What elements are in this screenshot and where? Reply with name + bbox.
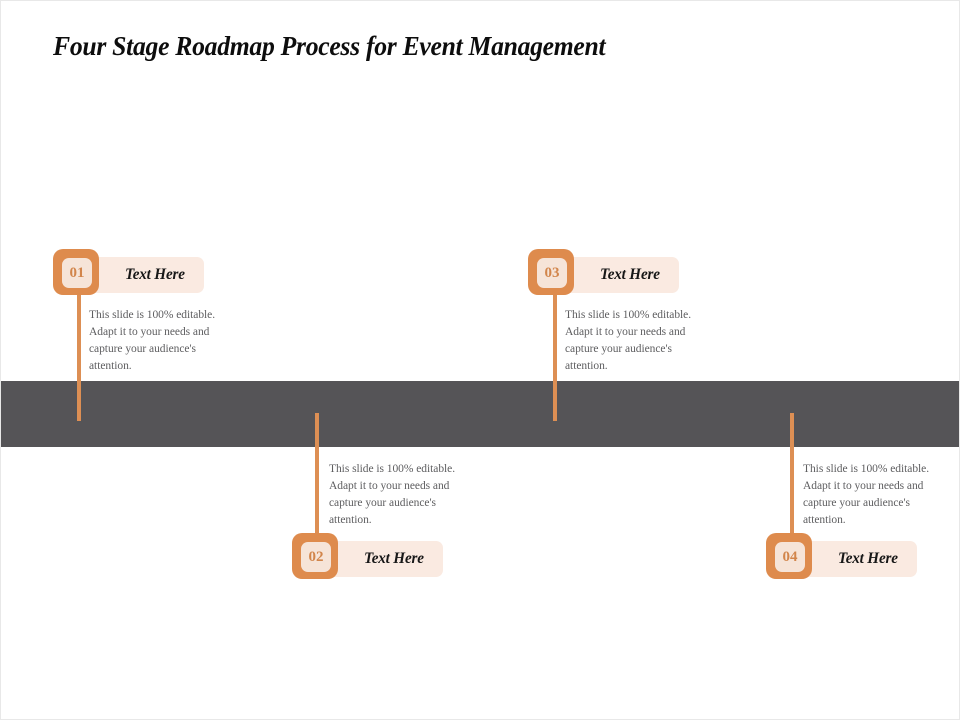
- stage-04-number-box[interactable]: 04: [766, 533, 812, 579]
- stage-01-description: This slide is 100% editable. Adapt it to…: [89, 309, 216, 372]
- stage-01-number-box[interactable]: 01: [53, 249, 99, 295]
- stage-02-number: 02: [308, 548, 324, 565]
- stage-04-number: 04: [782, 548, 798, 565]
- stage-03-number: 03: [544, 264, 560, 281]
- stage-02-connector: [315, 413, 319, 541]
- stage-03-connector: [553, 289, 557, 421]
- stage-03-label: Text Here: [600, 266, 660, 283]
- roadmap-road: [1, 381, 959, 447]
- stage-03-description: This slide is 100% editable. Adapt it to…: [565, 309, 692, 372]
- stage-04-number-inner: 04: [775, 542, 805, 572]
- stage-02-number-box[interactable]: 02: [292, 533, 338, 579]
- stage-02-label: Text Here: [364, 550, 424, 567]
- stage-04-label: Text Here: [838, 550, 898, 567]
- stage-04-connector: [790, 413, 794, 541]
- stage-02-description: This slide is 100% editable. Adapt it to…: [329, 463, 456, 526]
- stage-04-description: This slide is 100% editable. Adapt it to…: [803, 463, 930, 526]
- stage-01-connector: [77, 289, 81, 421]
- stage-03-label-plate[interactable]: Text Here: [558, 257, 679, 293]
- stage-02-label-plate[interactable]: Text Here: [322, 541, 443, 577]
- stage-03-number-box[interactable]: 03: [528, 249, 574, 295]
- stage-02-number-inner: 02: [301, 542, 331, 572]
- stage-01-number: 01: [69, 264, 85, 281]
- stage-01-label-plate[interactable]: Text Here: [83, 257, 204, 293]
- page-title: Four Stage Roadmap Process for Event Man…: [53, 31, 606, 61]
- stage-03-number-inner: 03: [537, 258, 567, 288]
- stage-04-label-plate[interactable]: Text Here: [796, 541, 917, 577]
- stage-01-number-inner: 01: [62, 258, 92, 288]
- stage-01-label: Text Here: [125, 266, 185, 283]
